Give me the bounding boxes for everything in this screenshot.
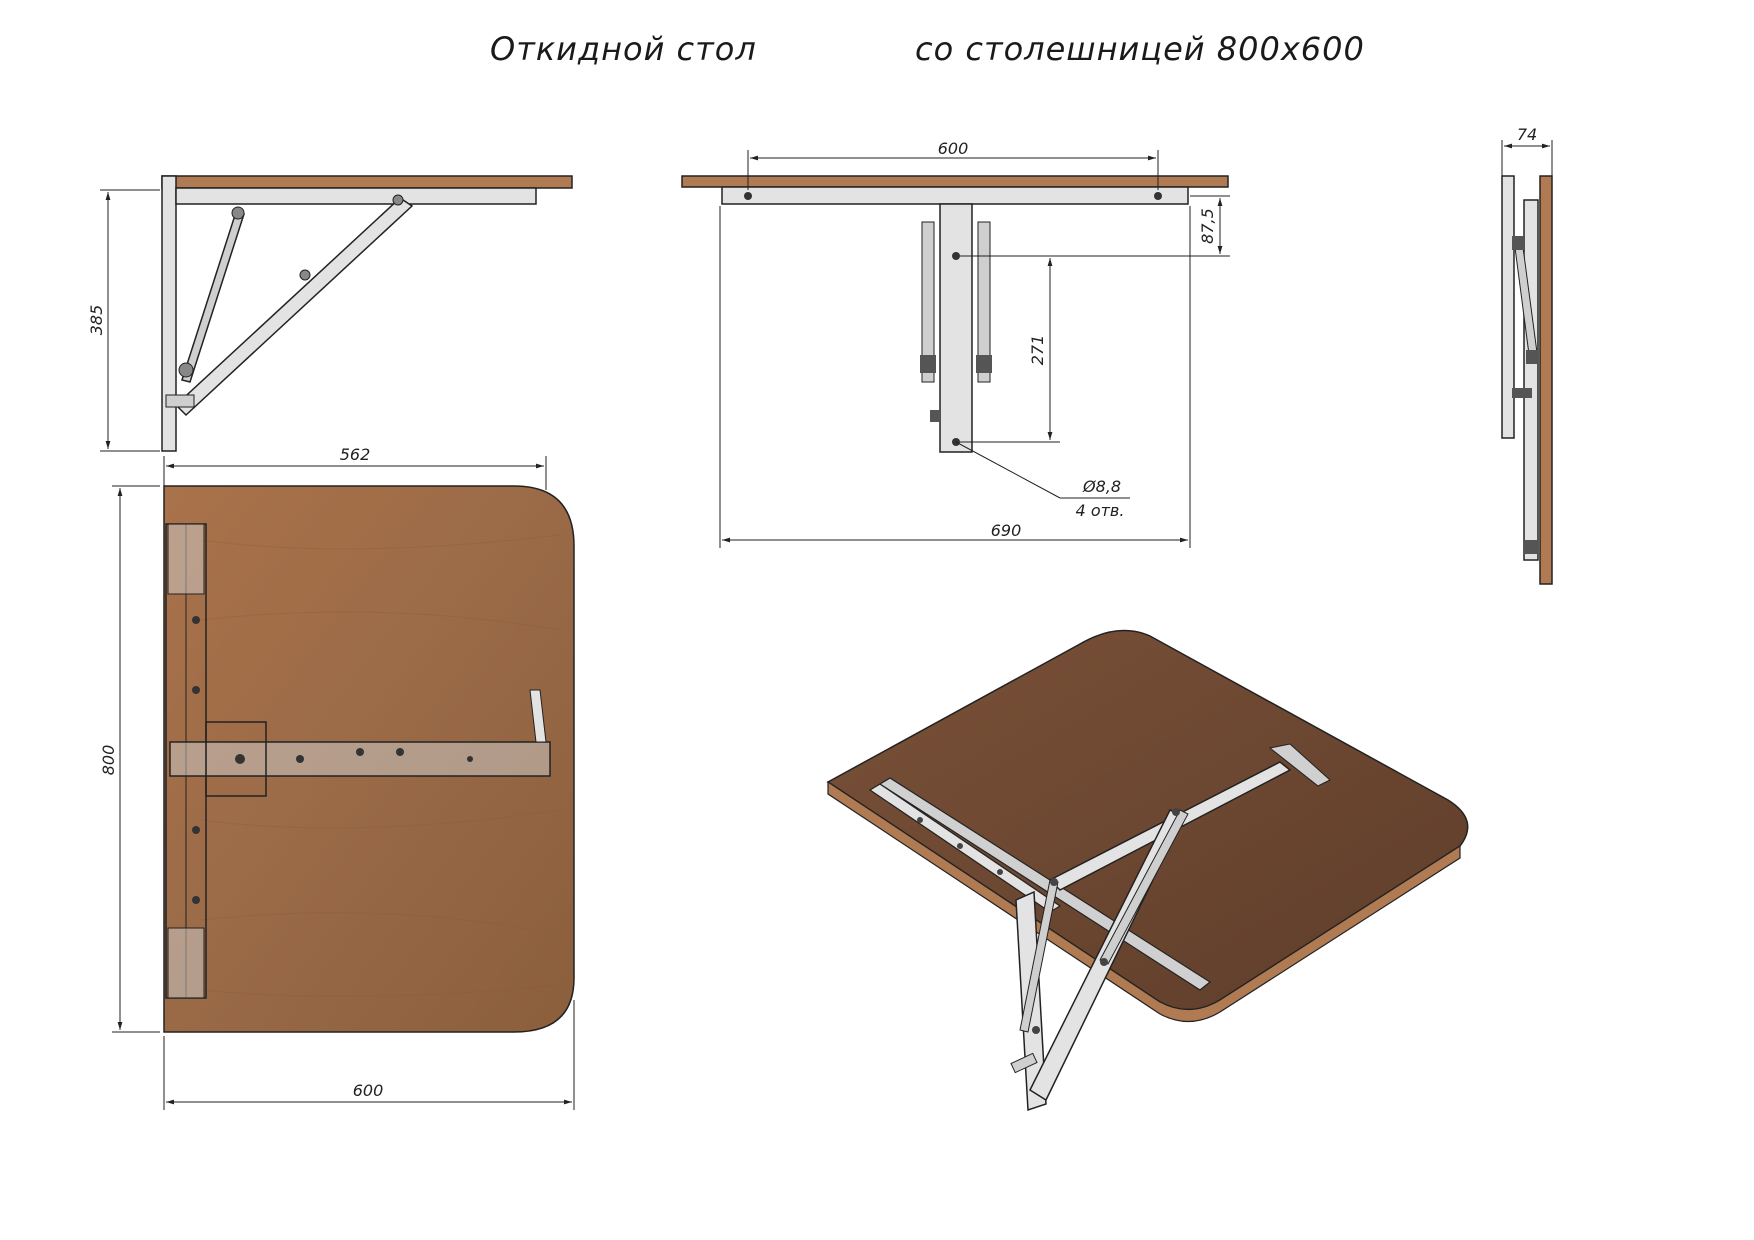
hole-diameter-label: Ø8,8 xyxy=(1082,477,1121,496)
front-view-tabletop xyxy=(681,175,1229,188)
side-view-pivot xyxy=(392,194,404,206)
folded-view-arm xyxy=(1523,199,1539,561)
front-view-gas-spring-left xyxy=(921,221,935,383)
dimension-271: 271 xyxy=(1028,335,1047,366)
front-view-wall-bracket xyxy=(939,203,973,453)
top-view-hinge-top xyxy=(167,523,205,595)
dimension-562-group: 562 xyxy=(163,445,547,490)
front-view: 600 87,5 271 Ø8,8 4 отв. 690 xyxy=(681,139,1230,548)
side-view-pivot xyxy=(178,362,194,378)
drawing-title-right: со столешницей 800x600 xyxy=(915,30,1365,68)
side-view-diagonal-strut xyxy=(174,197,414,417)
dimension-87-5: 87,5 xyxy=(1198,208,1217,244)
side-view-top-rail xyxy=(175,187,537,205)
dimension-690: 690 xyxy=(991,521,1022,540)
side-view: 385 xyxy=(87,175,573,452)
side-view-lock xyxy=(165,394,195,408)
dimension-600-top: 600 xyxy=(938,139,969,158)
top-view-center-block xyxy=(205,721,267,797)
top-view-support-arm xyxy=(169,741,551,777)
top-view: 800 600 xyxy=(99,485,575,1110)
folded-view-wall-bracket xyxy=(1501,175,1515,439)
side-view-pivot xyxy=(299,269,311,281)
dimension-562: 562 xyxy=(340,445,371,464)
side-view-wall-bracket xyxy=(161,175,177,452)
isometric-tabletop-edge xyxy=(827,780,1461,1023)
front-view-gas-spring-right xyxy=(977,221,991,383)
dimension-385: 385 xyxy=(87,305,106,336)
hole-count-label: 4 отв. xyxy=(1076,501,1125,520)
isometric-rail xyxy=(868,783,1062,913)
isometric-view xyxy=(826,629,1469,1112)
folded-view-tabletop xyxy=(1539,175,1553,585)
dimension-74: 74 xyxy=(1517,125,1537,144)
front-view-rail xyxy=(721,186,1189,205)
side-view-tabletop xyxy=(161,175,573,189)
dimension-600-bottom: 600 xyxy=(353,1081,384,1100)
folded-view: 74 xyxy=(1501,125,1553,585)
side-view-pivot xyxy=(231,206,245,220)
drawing-title-left: Откидной стол xyxy=(490,30,757,68)
top-view-lock-tab xyxy=(529,689,547,743)
dimension-800: 800 xyxy=(99,745,118,776)
top-view-hinge-bottom xyxy=(167,927,205,999)
